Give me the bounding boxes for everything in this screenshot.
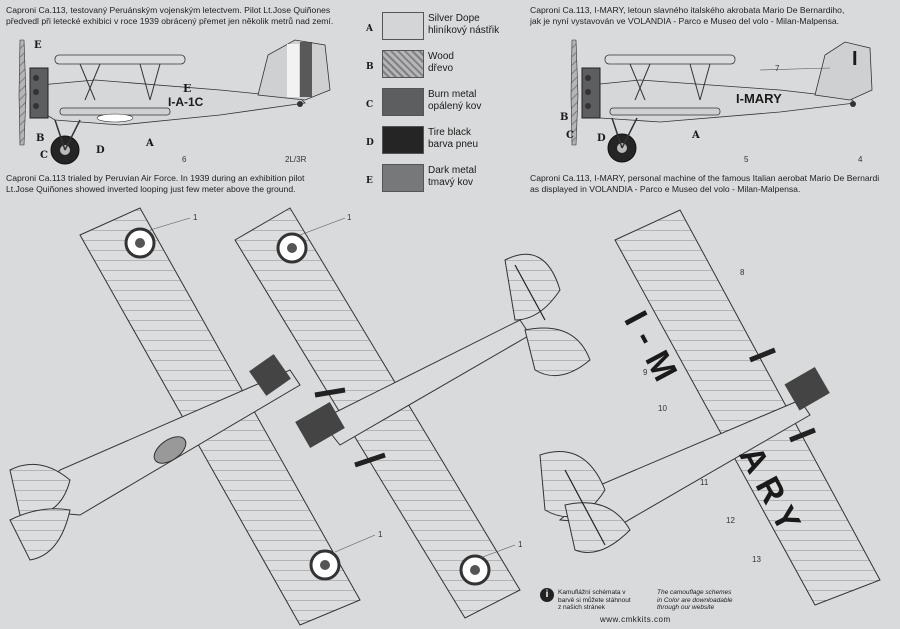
- note-line: barvě si můžete stáhnout: [558, 596, 631, 604]
- left-propeller: [18, 39, 27, 146]
- caption-line: Caproni Ca.113 trialed by Peruvian Air F…: [6, 173, 305, 183]
- left-label-d: D: [96, 145, 105, 156]
- legend-line: opálený kov: [428, 101, 482, 112]
- legend-line: Silver Dope: [428, 13, 480, 24]
- right-label-b: B: [560, 112, 569, 123]
- left-label-b: B: [36, 133, 45, 144]
- right-label-c: C: [566, 130, 574, 141]
- right-label-a: A: [692, 130, 700, 141]
- right-fuselage: [584, 79, 856, 123]
- left-engine: [29, 67, 49, 119]
- left-fuselage-letter: E: [183, 82, 192, 95]
- left-label-c: C: [40, 150, 48, 161]
- callout-1-left-top: 1: [193, 213, 198, 222]
- caption-line: předvedl při letecké exhibici v roce 193…: [6, 16, 334, 26]
- callout-6: 6: [182, 155, 187, 164]
- callout-lines: [149, 67, 831, 559]
- callout-12: 12: [726, 516, 735, 525]
- right-side-view: [570, 39, 873, 163]
- caption-line: Caproni Ca.113, testovaný Peruánským voj…: [6, 5, 331, 15]
- left-plan-view: [9, 207, 361, 626]
- right-plan-view: [539, 209, 881, 606]
- callout-11: 11: [700, 478, 709, 487]
- legend-line: Wood: [428, 51, 454, 62]
- caption-right-cz: Caproni Ca.113, I-MARY, letoun slavného …: [530, 5, 844, 27]
- right-registration: I-MARY: [736, 91, 782, 106]
- left-label-a: A: [146, 138, 154, 149]
- swatch-wood: [382, 50, 424, 78]
- legend-line: dřevo: [428, 63, 454, 74]
- callout-1-middle-top: 1: [347, 213, 352, 222]
- note-line: z našich stránek: [558, 604, 605, 611]
- left-upper-wing: [54, 54, 186, 65]
- right-label-d: D: [597, 133, 606, 144]
- legend-line: hliníkový nástřik: [428, 25, 500, 36]
- callout-2l3r: 2L/3R: [285, 155, 307, 164]
- legend-letter-a: A: [366, 24, 373, 34]
- legend-line: barva pneu: [428, 139, 479, 150]
- caption-right-en: Caproni Ca.113, I-MARY, personal machine…: [530, 173, 879, 195]
- caption-line: Caproni Ca.113, I-MARY, personal machine…: [530, 173, 880, 183]
- left-label-e: E: [34, 40, 42, 51]
- caption-line: as displayed in VOLANDIA - Parco e Museo…: [530, 184, 801, 194]
- legend-line: Tire black: [428, 127, 471, 138]
- legend-letter-e: E: [366, 176, 373, 186]
- download-note-cz: Kamuflážní schémata v barvě si můžete st…: [558, 589, 631, 612]
- caption-left-en: Caproni Ca.113 trialed by Peruvian Air F…: [6, 173, 304, 195]
- left-side-view: [18, 39, 331, 165]
- callout-13: 13: [752, 555, 761, 564]
- caption-line: jak je nyní vystavován ve VOLANDIA - Par…: [530, 16, 840, 26]
- swatch-tire-black: [382, 126, 424, 154]
- note-line: in Color are downloadable: [657, 596, 733, 604]
- info-icon: i: [540, 588, 554, 602]
- caption-left-cz: Caproni Ca.113, testovaný Peruánským voj…: [6, 5, 333, 27]
- callout-8: 8: [740, 268, 745, 277]
- callout-1-middle-bottom: 1: [518, 540, 523, 549]
- legend-line: Burn metal: [428, 89, 477, 100]
- website-link[interactable]: www.cmkkits.com: [600, 615, 671, 624]
- middle-plan-view: [234, 207, 591, 619]
- legend-letter-b: B: [366, 62, 374, 72]
- legend-line: tmavý kov: [428, 177, 474, 188]
- callout-7: 7: [775, 64, 780, 73]
- callout-4: 4: [858, 155, 863, 164]
- callout-5: 5: [744, 155, 749, 164]
- note-line: Kamuflážní schémata v: [558, 589, 626, 596]
- left-registration: I-A-1C: [168, 95, 204, 109]
- legend-letter-c: C: [366, 100, 374, 110]
- swatch-dark-metal: [382, 164, 424, 192]
- callout-9: 9: [643, 368, 648, 377]
- note-line: through our website: [657, 604, 715, 611]
- right-plan-wing: [614, 209, 881, 606]
- swatch-silver-dope: [382, 12, 424, 40]
- callout-10: 10: [658, 404, 667, 413]
- note-line: The camouflage schemes: [657, 589, 732, 596]
- download-note-en: The camouflage schemes in Color are down…: [657, 589, 733, 612]
- legend-letter-d: D: [366, 138, 374, 148]
- legend-line: Dark metal: [428, 165, 477, 176]
- swatch-burn-metal: [382, 88, 424, 116]
- caption-line: Caproni Ca.113, I-MARY, letoun slavného …: [530, 5, 845, 15]
- caption-line: Lt.Jose Quiñones showed inverted looping…: [6, 184, 296, 194]
- callout-1-left-bottom: 1: [378, 530, 383, 539]
- right-fin-letter: I: [852, 48, 858, 70]
